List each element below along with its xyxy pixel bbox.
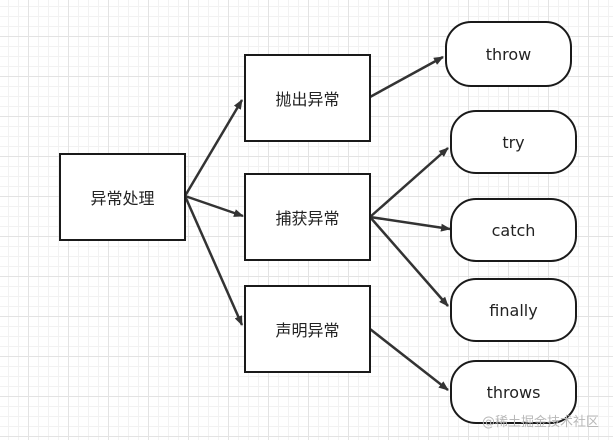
node-catch-keyword-label: catch (491, 220, 536, 240)
edge-root-to-declare (183, 195, 244, 326)
edge-capture-to-finally (369, 216, 449, 307)
node-throw-exception: 抛出异常 (244, 54, 371, 142)
node-exception-handling: 异常处理 (59, 153, 186, 241)
edge-declare-to-throws (369, 328, 449, 391)
edge-root-to-capture (184, 194, 244, 218)
edge-raise-to-throw (369, 55, 444, 99)
node-throw-exception-label: 抛出异常 (275, 90, 340, 109)
node-declare-exception: 声明异常 (244, 285, 371, 373)
node-try-keyword: try (450, 110, 577, 174)
node-throws-keyword: throws (450, 360, 577, 424)
node-catch-exception: 捕获异常 (244, 173, 371, 261)
node-exception-handling-label: 异常处理 (90, 189, 155, 208)
node-throws-keyword-label: throws (486, 382, 541, 402)
watermark: @稀土掘金技术社区 (481, 415, 599, 430)
node-catch-keyword: catch (450, 198, 577, 262)
node-finally-keyword-label: finally (489, 300, 538, 320)
node-finally-keyword: finally (450, 278, 577, 342)
node-declare-exception-label: 声明异常 (275, 321, 340, 340)
edge-capture-to-catch (369, 215, 451, 232)
edge-root-to-raise (183, 99, 244, 197)
node-throw-keyword-label: throw (485, 44, 532, 64)
edge-capture-to-try (369, 147, 449, 218)
node-catch-exception-label: 捕获异常 (275, 209, 340, 228)
node-try-keyword-label: try (502, 132, 525, 152)
node-throw-keyword: throw (445, 21, 572, 87)
